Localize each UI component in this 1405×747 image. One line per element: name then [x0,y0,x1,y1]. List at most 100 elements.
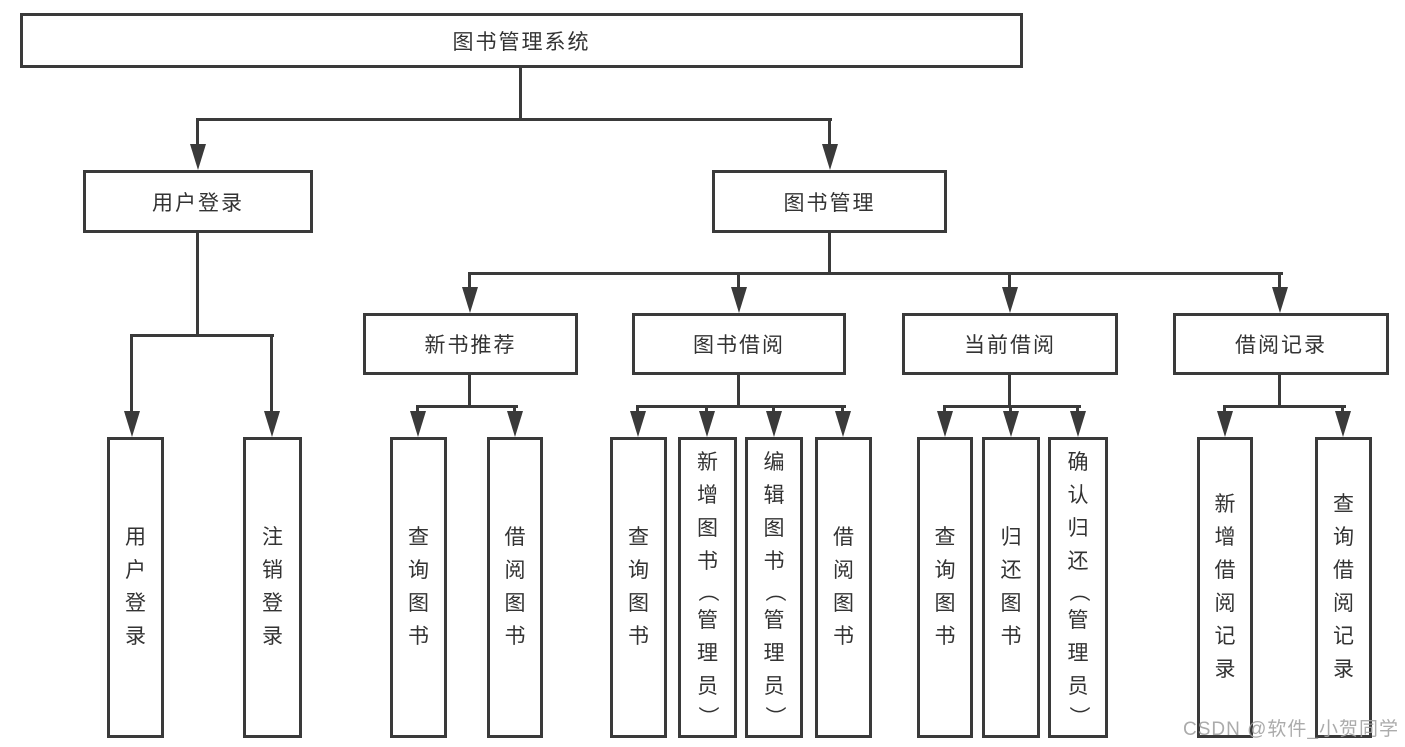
connector-line [1008,272,1011,291]
connector-line [1008,375,1011,405]
watermark: CSDN @软件_小贺同学 [1183,719,1399,740]
leaf-label-char: 图 [697,516,718,540]
leaf-query-book-3: 查询图书 [917,437,973,738]
leaf-label-char: 图 [934,592,956,615]
leaf-label-char: （ [762,580,786,602]
node-new-book-recommend-label: 新书推荐 [424,334,517,357]
node-borrow-records-label: 借阅记录 [1235,334,1327,357]
node-user-login-label: 用户登录 [152,191,244,215]
leaf-label-char: 询 [408,559,429,582]
leaf-label-char: 书 [408,625,429,648]
leaf-label-char: 认 [1067,483,1089,507]
arrowhead-icon [1272,287,1288,313]
leaf-label-char: 归 [1067,516,1089,540]
leaf-label-char: 书 [833,625,854,648]
leaf-query-book-2: 查询图书 [610,437,667,738]
node-book-borrowing-label: 图书借阅 [693,334,785,357]
node-current-borrowing-label: 当前借阅 [964,334,1056,357]
leaf-label-char: 书 [934,625,956,648]
leaf-label-char: 阅 [1333,592,1354,615]
arrowhead-icon [937,411,953,437]
connector-line [196,233,199,334]
leaf-label-char: 书 [763,549,785,573]
arrowhead-icon [1070,411,1086,437]
leaf-logout: 注销登录 [243,437,302,738]
connector-line [636,405,846,408]
arrowhead-icon [190,144,206,170]
connector-line [416,405,419,415]
connector-line [828,233,831,272]
connector-line [196,118,832,121]
connector-line [1076,405,1079,415]
leaf-label-char: 图 [408,592,429,615]
arrowhead-icon [699,411,715,437]
leaf-label-char: 户 [125,559,146,582]
leaf-add-borrow-record: 新增借阅记录 [1197,437,1253,738]
leaf-confirm-return-admin: 确认归还（管理员） [1048,437,1108,738]
leaf-label-char: 图 [628,592,649,615]
leaf-label-char: 查 [1333,493,1354,516]
connector-line [416,405,518,408]
leaf-label-char: 询 [934,559,956,582]
node-current-borrowing: 当前借阅 [902,313,1118,375]
arrowhead-icon [462,287,478,313]
leaf-label-char: 管 [1067,608,1089,632]
node-root: 图书管理系统 [20,13,1023,68]
leaf-label-char: 书 [1000,625,1022,648]
leaf-borrow-book-1: 借阅图书 [487,437,543,738]
node-book-management: 图书管理 [712,170,947,233]
leaf-label-char: 确 [1067,450,1089,474]
leaf-label-char: 增 [1214,526,1236,549]
leaf-label-char: 借 [504,526,526,549]
leaf-label-char: 销 [262,559,283,582]
connector-line [196,118,199,150]
connector-line [943,405,1081,408]
leaf-label-char: 录 [1333,658,1354,681]
leaf-label-char: 归 [1000,526,1022,549]
leaf-label-char: 理 [1067,641,1089,665]
connector-line [519,68,522,118]
leaf-label-char: 阅 [833,559,854,582]
leaf-label-char: 询 [1333,526,1354,549]
leaf-label-char: 书 [504,625,526,648]
connector-line [513,405,516,415]
arrowhead-icon [1217,411,1233,437]
leaf-label-char: 用 [125,526,146,549]
leaf-label-char: ） [762,705,786,727]
leaf-query-borrow-record: 查询借阅记录 [1315,437,1372,738]
leaf-label-char: 录 [1214,658,1236,681]
leaf-label-char: 借 [833,526,854,549]
leaf-label-char: 登 [262,592,283,615]
arrowhead-icon [731,287,747,313]
connector-line [468,272,471,291]
leaf-label-char: 辑 [763,483,785,507]
arrowhead-icon [630,411,646,437]
leaf-user-login: 用户登录 [107,437,164,738]
leaf-label-char: 阅 [1214,592,1236,615]
arrowhead-icon [124,411,140,437]
leaf-return-book: 归还图书 [982,437,1040,738]
leaf-label-char: 记 [1214,625,1236,648]
leaf-label-char: （ [1066,580,1090,602]
connector-line [130,334,133,415]
leaf-label-char: 查 [408,526,429,549]
connector-line [737,272,740,291]
leaf-label-char: 图 [1000,592,1022,615]
connector-line [1341,405,1344,415]
leaf-edit-book-admin: 编辑图书（管理员） [745,437,803,738]
leaf-label-char: 编 [763,450,785,474]
arrowhead-icon [264,411,280,437]
arrowhead-icon [1002,287,1018,313]
leaf-label-char: 注 [262,526,283,549]
connector-line [828,118,831,150]
leaf-label-char: （ [696,580,719,602]
leaf-label-char: ） [696,705,719,727]
leaf-label-char: 借 [1333,559,1354,582]
leaf-label-char: 员 [1067,674,1089,698]
leaf-label-char: 借 [1214,559,1236,582]
leaf-label-char: 员 [697,674,718,698]
connector-line [468,375,471,405]
leaf-label-char: 图 [504,592,526,615]
connector-line [1223,405,1226,415]
